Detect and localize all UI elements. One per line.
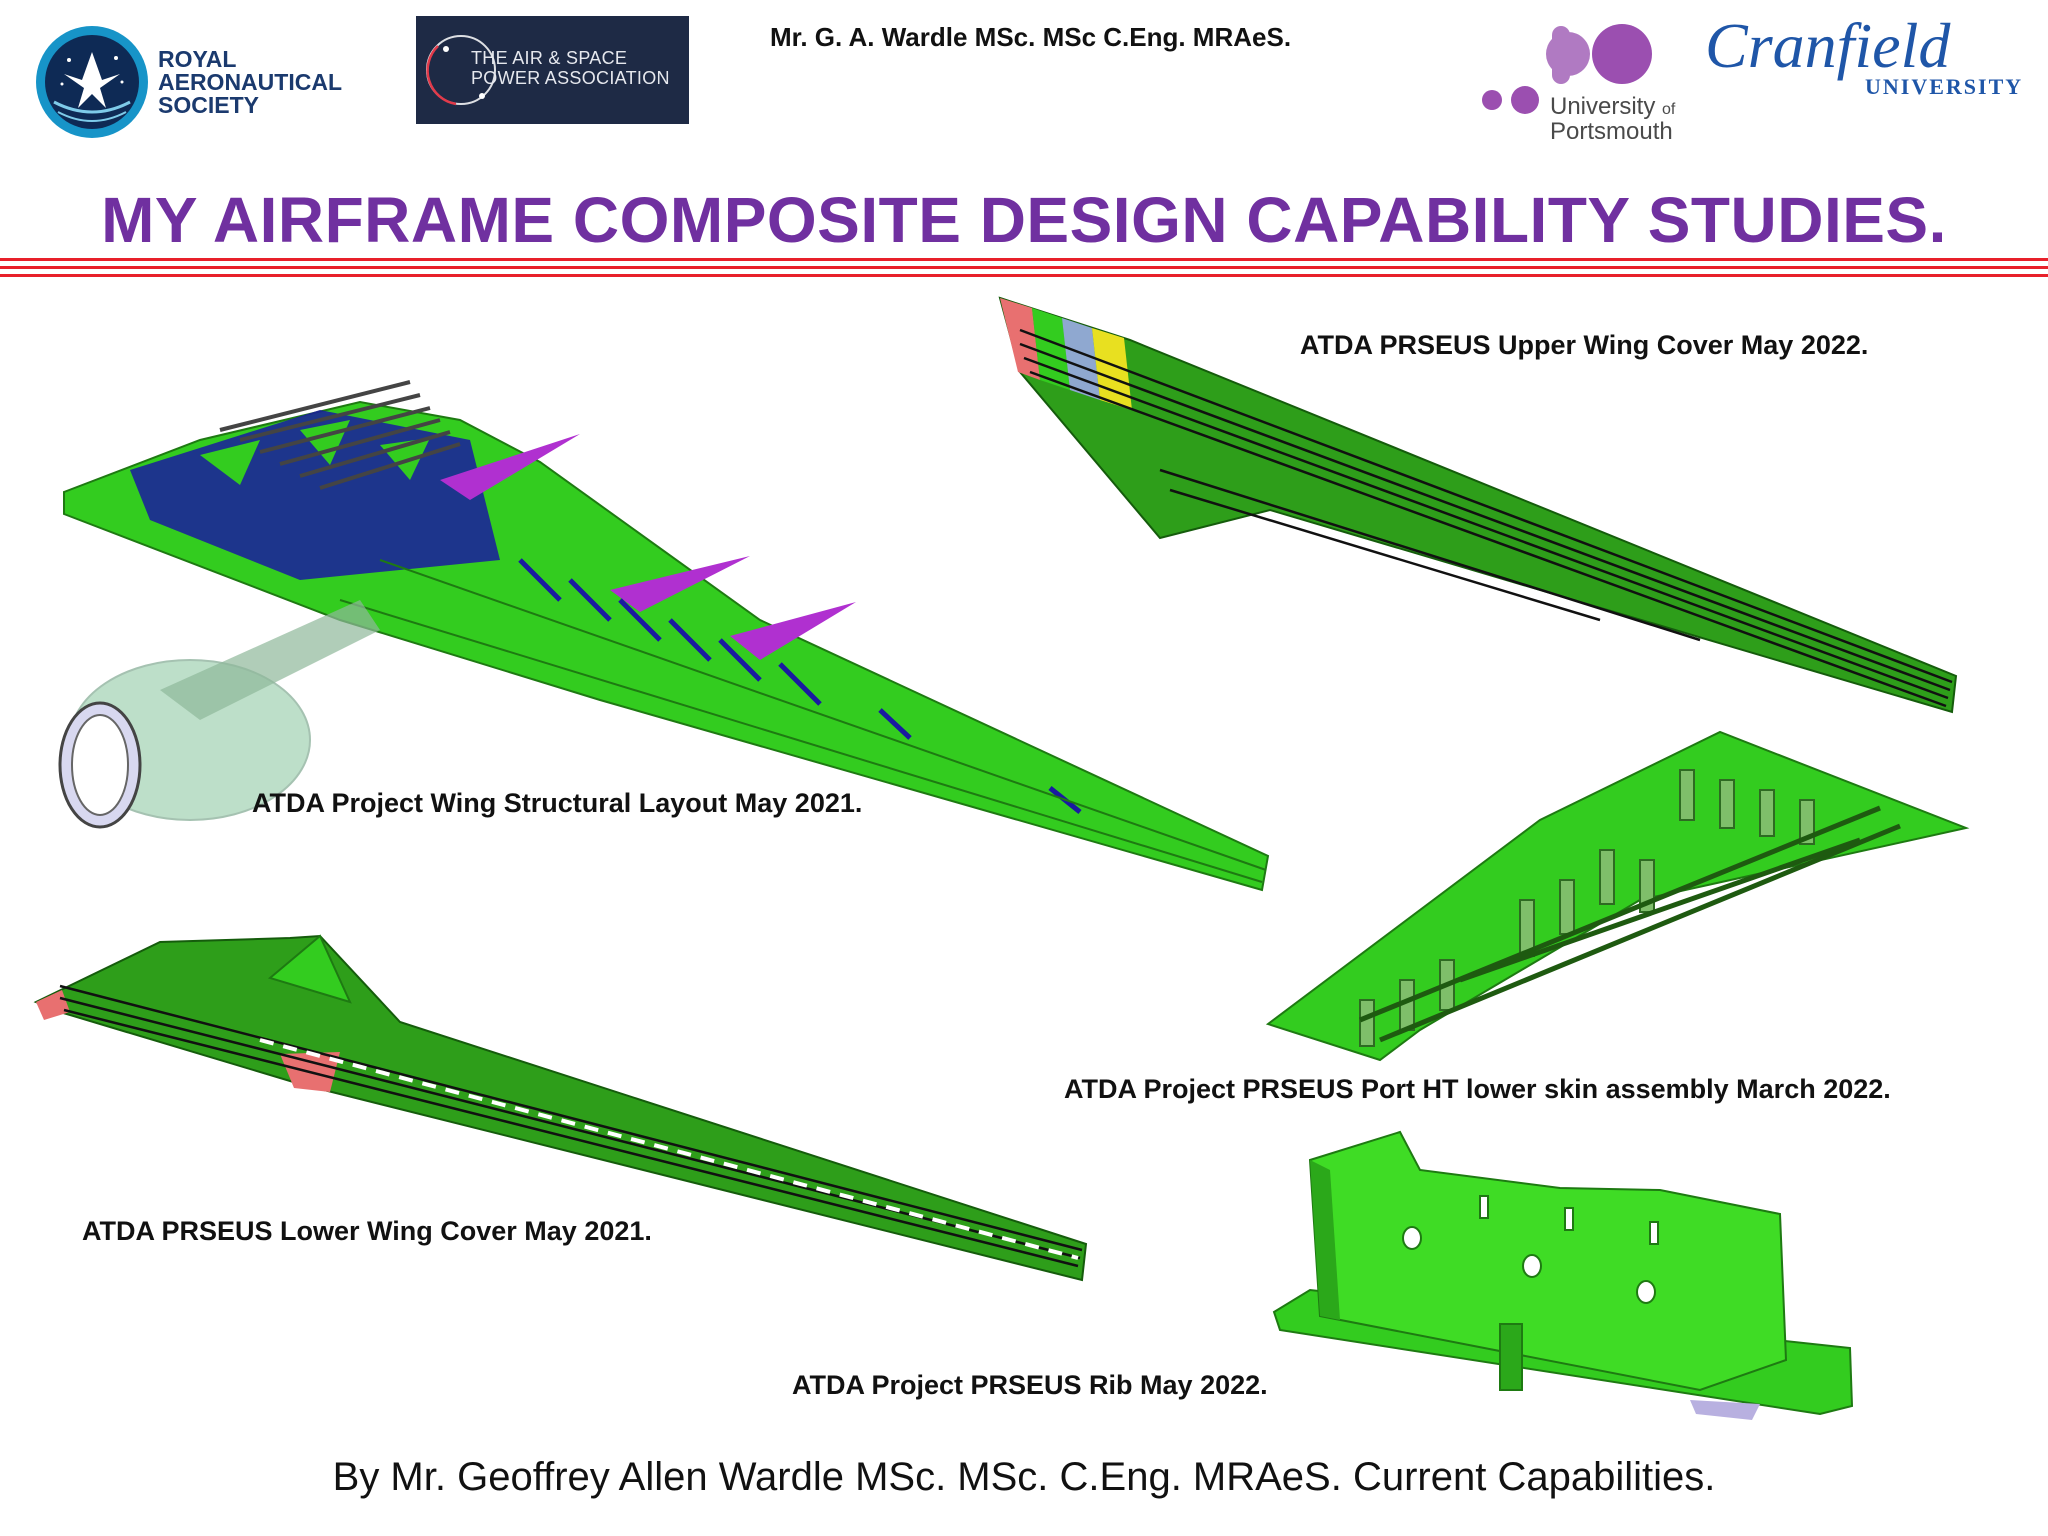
caption-lower-wing-cover: ATDA PRSEUS Lower Wing Cover May 2021. — [82, 1216, 652, 1246]
port-ht-lower-skin-model — [1265, 730, 1970, 1062]
title-rule-mid — [0, 266, 2048, 269]
title-rule-bottom — [0, 274, 2048, 277]
ras-line2: AERONAUTICAL — [158, 69, 342, 95]
ras-emblem-icon — [36, 26, 148, 138]
cranfield-sub: UNIVERSITY — [1865, 74, 2024, 99]
title-rule-top — [0, 258, 2048, 261]
caption-wing-structural-layout: ATDA Project Wing Structural Layout May … — [252, 788, 863, 818]
wing-structural-layout-model — [58, 380, 1270, 892]
footer-credit: By Mr. Geoffrey Allen Wardle MSc. MSc. C… — [332, 1455, 1716, 1499]
caption-upper-wing-cover: ATDA PRSEUS Upper Wing Cover May 2022. — [1300, 330, 1869, 360]
aspa-orbit-icon — [426, 35, 496, 106]
portsmouth-logo: University of Portsmouth — [1470, 18, 1680, 145]
author-name: Mr. G. A. Wardle MSc. MSc C.Eng. MRAeS. — [770, 22, 1292, 52]
caption-rib: ATDA Project PRSEUS Rib May 2022. — [792, 1370, 1268, 1400]
upper-wing-cover-model — [998, 296, 1958, 714]
portsmouth-dots-icon — [1482, 24, 1652, 114]
rib-model — [1272, 1130, 1854, 1420]
lower-wing-cover-model — [33, 934, 1088, 1282]
aspa-line1: THE AIR & SPACE — [471, 48, 628, 68]
portsmouth-line2: Portsmouth — [1550, 118, 1673, 145]
portsmouth-line1b: of — [1662, 101, 1676, 118]
ras-line3: SOCIETY — [158, 92, 259, 118]
ras-line1: ROYAL — [158, 46, 237, 72]
ras-logo: ROYAL AERONAUTICAL SOCIETY — [34, 22, 364, 140]
cranfield-logo: Cranfield UNIVERSITY — [1705, 8, 2035, 108]
caption-port-ht-lower-skin: ATDA Project PRSEUS Port HT lower skin a… — [1064, 1074, 1891, 1104]
portsmouth-line1a: University — [1550, 93, 1656, 120]
page-title: MY AIRFRAME COMPOSITE DESIGN CAPABILITY … — [101, 184, 1947, 256]
cranfield-name: Cranfield — [1705, 10, 1951, 81]
aspa-logo: THE AIR & SPACE POWER ASSOCIATION — [416, 16, 689, 124]
aspa-line2: POWER ASSOCIATION — [471, 68, 670, 88]
